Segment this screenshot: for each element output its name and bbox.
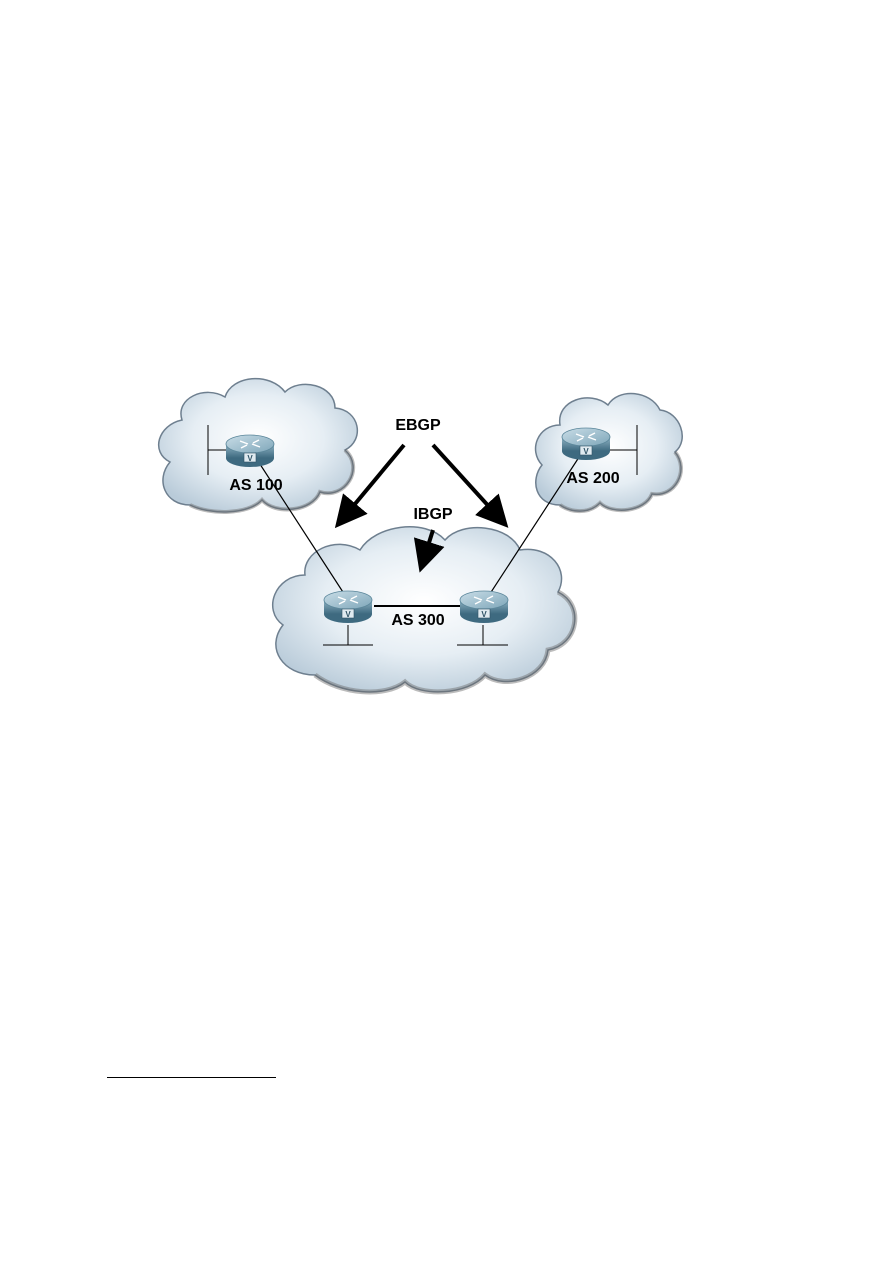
as100-label: AS 100 xyxy=(229,477,282,494)
router-icon: V xyxy=(561,427,611,460)
router-icon: V xyxy=(459,590,509,623)
ebgp-label: EBGP xyxy=(395,417,441,434)
router-icon: V xyxy=(323,590,373,623)
lan-segment-as100 xyxy=(207,425,226,475)
router-badge: V xyxy=(247,454,253,463)
router-badge: V xyxy=(345,610,351,619)
arrow-icon xyxy=(413,529,445,573)
lan-segment-as200 xyxy=(610,425,638,475)
cloud-icon xyxy=(272,526,578,695)
lan-segment-as300-left xyxy=(323,625,373,646)
ibgp-label: IBGP xyxy=(413,506,452,523)
ebgp-link-as100-as300 xyxy=(255,457,353,607)
router-badge: V xyxy=(481,610,487,619)
as200-label: AS 200 xyxy=(566,470,619,487)
router-badge: V xyxy=(583,447,589,456)
footnote-separator xyxy=(107,1077,276,1078)
ebgp-link-as200-as300 xyxy=(481,447,586,607)
lan-segment-as300-right xyxy=(457,625,508,646)
arrow-icon xyxy=(334,443,406,529)
arrow-icon xyxy=(431,443,509,528)
router-icon: V xyxy=(225,434,275,467)
as300-label: AS 300 xyxy=(391,612,444,629)
